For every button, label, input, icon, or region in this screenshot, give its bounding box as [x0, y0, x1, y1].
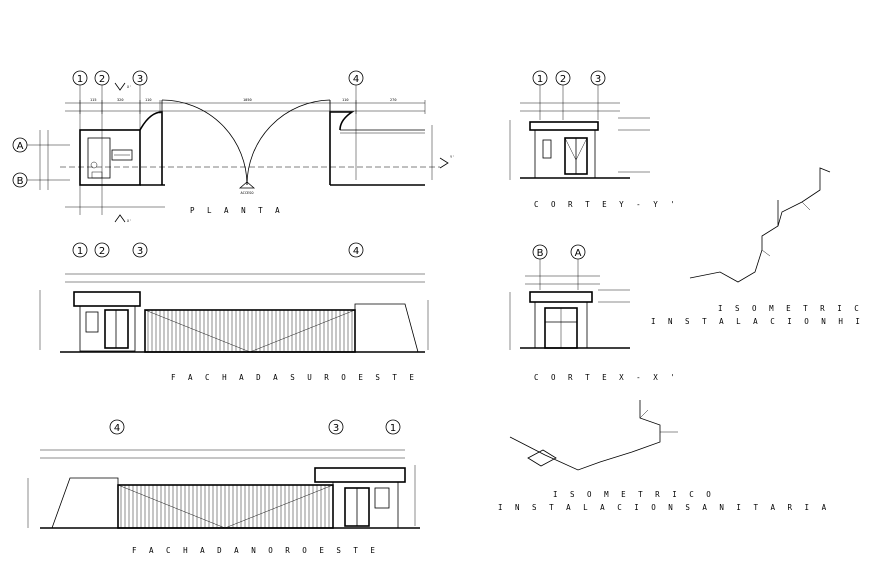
svg-text:A: A — [575, 248, 582, 259]
svg-text:1: 1 — [537, 74, 543, 85]
planta-drawing: 1 2 3 4 A B — [12, 70, 454, 223]
fachada-noroeste-drawing: 4 3 1 F A C H A D A N O R O E S T E — [27, 419, 420, 555]
svg-text:320: 320 — [117, 98, 124, 102]
title-corte-xx: C O R T E X - X ' — [534, 373, 679, 382]
svg-text:A: A — [17, 141, 24, 152]
axis-bubble-3: 3 — [590, 70, 606, 86]
title-fachada-noroeste: F A C H A D A N O R O E S T E — [132, 546, 379, 555]
title-isometrico-s: I S O M E T R I C O — [553, 490, 715, 499]
svg-text:110: 110 — [342, 98, 349, 102]
svg-text:1: 1 — [77, 246, 83, 257]
isometrico-hidraulica: I S O M E T R I C O I N S T A L A C I O … — [651, 167, 870, 326]
svg-text:1050: 1050 — [243, 98, 252, 102]
svg-text:X': X' — [127, 85, 131, 89]
axis-bubble-4: 4 — [348, 242, 364, 258]
axis-bubble-A: A — [570, 244, 586, 260]
svg-text:1: 1 — [77, 74, 83, 85]
title-planta: P L A N T A — [190, 206, 284, 215]
axis-bubble-4: 4 — [109, 419, 125, 435]
axis-bubble-A: A — [12, 137, 28, 153]
svg-text:270: 270 — [390, 98, 397, 102]
axis-bubble-B: B — [532, 244, 548, 260]
axis-bubble-2: 2 — [555, 70, 571, 86]
svg-text:3: 3 — [333, 423, 339, 434]
svg-text:1: 1 — [390, 423, 396, 434]
axis-bubble-3: 3 — [328, 419, 344, 435]
axis-bubble-1: 1 — [532, 70, 548, 86]
axis-bubble-2: 2 — [94, 70, 110, 86]
svg-text:ACCESO: ACCESO — [241, 191, 254, 195]
axis-bubble-3: 3 — [132, 242, 148, 258]
axis-bubble-4: 4 — [348, 70, 364, 86]
axis-bubble-2: 2 — [94, 242, 110, 258]
svg-text:4: 4 — [114, 423, 120, 434]
svg-text:2: 2 — [99, 74, 105, 85]
svg-text:4: 4 — [353, 246, 359, 257]
corte-xx-drawing: B A C O R T E X - X ' — [509, 244, 679, 382]
svg-text:X': X' — [127, 219, 131, 223]
title-instalacion-s: I N S T A L A C I O N S A N I T A R I A — [498, 503, 830, 512]
svg-text:B: B — [537, 248, 544, 259]
svg-text:3: 3 — [595, 74, 601, 85]
title-fachada-suroeste: F A C H A D A S U R O E S T E — [171, 373, 418, 382]
title-instalacion-h: I N S T A L A C I O N H I D R A U L I C … — [651, 317, 870, 326]
axis-bubble-1: 1 — [385, 419, 401, 435]
svg-text:4: 4 — [353, 74, 359, 85]
fachada-suroeste-drawing: 1 2 3 4 F A C H A D A S U R O — [39, 242, 429, 382]
svg-text:115: 115 — [90, 98, 97, 102]
title-isometrico-h: I S O M E T R I C O — [718, 304, 870, 313]
axis-bubble-1: 1 — [72, 70, 88, 86]
svg-text:3: 3 — [137, 246, 143, 257]
corte-yy-drawing: 1 2 3 C O R T E Y - Y ' — [509, 70, 679, 209]
axis-bubble-3: 3 — [132, 70, 148, 86]
svg-text:110: 110 — [145, 98, 152, 102]
title-corte-yy: C O R T E Y - Y ' — [534, 200, 679, 209]
svg-text:2: 2 — [99, 246, 105, 257]
svg-text:B: B — [17, 176, 24, 187]
svg-text:Y': Y' — [450, 155, 454, 159]
axis-bubble-1: 1 — [72, 242, 88, 258]
svg-text:3: 3 — [137, 74, 143, 85]
isometrico-sanitaria: I S O M E T R I C O I N S T A L A C I O … — [498, 400, 830, 512]
svg-text:2: 2 — [560, 74, 566, 85]
axis-bubble-B: B — [12, 172, 28, 188]
